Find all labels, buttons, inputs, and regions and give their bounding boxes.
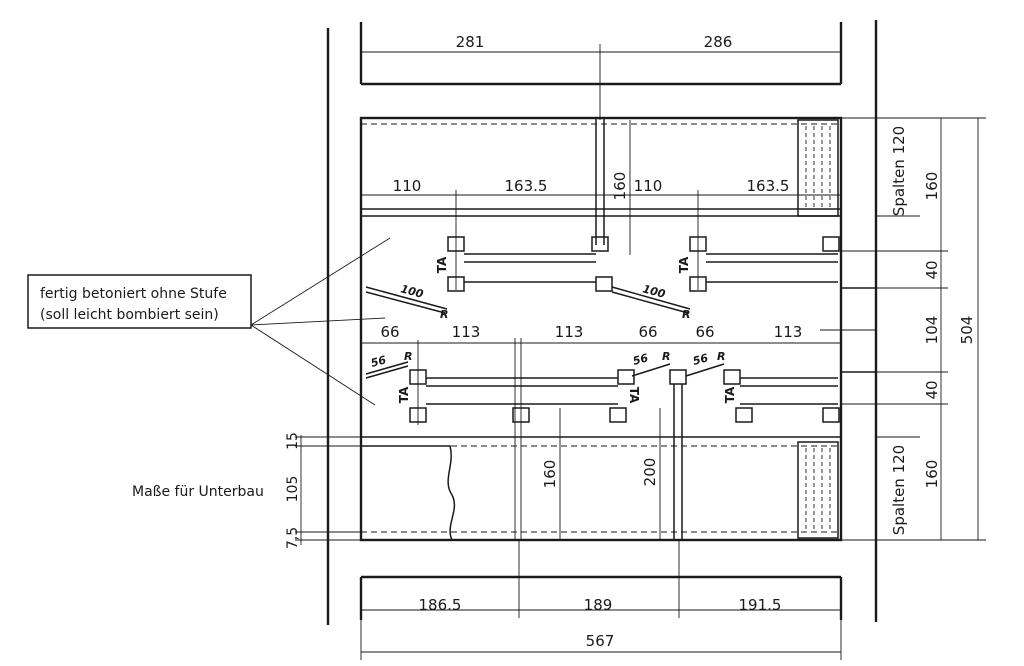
gate-56-3 — [685, 363, 725, 377]
row1-structure-left — [447, 190, 613, 292]
bottom-dim-2: 189 — [584, 596, 613, 614]
inner-dim-200: 200 — [641, 458, 659, 487]
ta-label-1: TA — [435, 256, 449, 273]
right-dim-104: 104 — [923, 316, 941, 345]
total-width-label: 567 — [586, 632, 615, 650]
gate-56-2 — [631, 363, 671, 377]
row1-dim-4: 163.5 — [747, 177, 790, 195]
spalten-label-bottom: Spalten 120 — [890, 445, 908, 535]
total-height-label: 504 — [958, 316, 976, 345]
row1-dim-3: 110 — [634, 177, 663, 195]
row2-structure-right — [669, 369, 840, 540]
unterbau-label: Maße für Unterbau — [132, 484, 264, 500]
grid-bottom-right — [797, 441, 839, 539]
gate-56-1 — [365, 361, 409, 375]
spalten-label-top: Spalten 120 — [890, 126, 908, 216]
gate-label-56-3: 56 — [691, 351, 709, 368]
row2-dim-2: 113 — [452, 323, 481, 341]
right-dim-160-top: 160 — [923, 172, 941, 201]
left-dim-15: 15 — [285, 432, 301, 450]
row2-dim-4: 66 — [638, 323, 657, 341]
right-dim-40-bottom: 40 — [923, 380, 941, 399]
r-label-5: R — [717, 350, 725, 363]
row1-dim-1: 110 — [393, 177, 422, 195]
note-line-1: fertig betoniert ohne Stufe — [40, 286, 227, 302]
gate-100-right — [611, 286, 691, 310]
gate-100-left-b — [365, 291, 446, 314]
top-dim-1: 281 — [456, 33, 485, 51]
gate-label-56-1: 56 — [369, 353, 387, 370]
note-leaders — [250, 237, 391, 406]
top-dim-2: 286 — [704, 33, 733, 51]
ta-label-4: TA — [627, 387, 641, 404]
grid-bottom-hatch — [805, 448, 831, 532]
gate-100-left — [365, 286, 448, 310]
note-line-2: (soll leicht bombiert sein) — [40, 307, 219, 323]
gate-label-100-right: 100 — [641, 282, 667, 301]
r-label-4: R — [662, 350, 670, 363]
bottom-dim-3: 191.5 — [739, 596, 782, 614]
gate-56-1b — [365, 365, 409, 379]
ta-label-5: TA — [723, 386, 737, 403]
right-dim-40-top: 40 — [923, 260, 941, 279]
grid-top-hatch — [805, 126, 831, 210]
r-label-1: R — [440, 308, 448, 321]
row2-structure-left — [409, 338, 635, 540]
gate-100-right-b — [611, 291, 689, 314]
gate-label-100-left: 100 — [399, 282, 425, 301]
floor-outline — [359, 116, 843, 542]
inner-dim-160-top: 160 — [611, 172, 629, 201]
right-dim-160-bottom: 160 — [923, 460, 941, 489]
right-dim-ticks — [841, 117, 986, 541]
gate-label-56-2: 56 — [631, 351, 649, 368]
ta-label-3: TA — [397, 386, 411, 403]
left-dim-ticks — [295, 436, 361, 541]
row2-dim-1: 66 — [380, 323, 399, 341]
row2-dim-5: 66 — [695, 323, 714, 341]
r-label-2: R — [682, 308, 690, 321]
left-dim-105: 105 — [285, 476, 301, 503]
row2-dim-6: 113 — [774, 323, 803, 341]
inner-dim-160-bottom: 160 — [541, 460, 559, 489]
note-box — [27, 274, 252, 329]
unterbau-cut — [361, 445, 456, 541]
left-dim-7-5: 7,5 — [285, 527, 301, 549]
row2-dim-3: 113 — [555, 323, 584, 341]
grid-top-right — [797, 119, 839, 217]
r-label-3: R — [404, 350, 412, 363]
bottom-dim-1: 186.5 — [419, 596, 462, 614]
ta-label-2: TA — [677, 256, 691, 273]
row1-structure-right — [689, 190, 840, 292]
row1-dim-2: 163.5 — [505, 177, 548, 195]
